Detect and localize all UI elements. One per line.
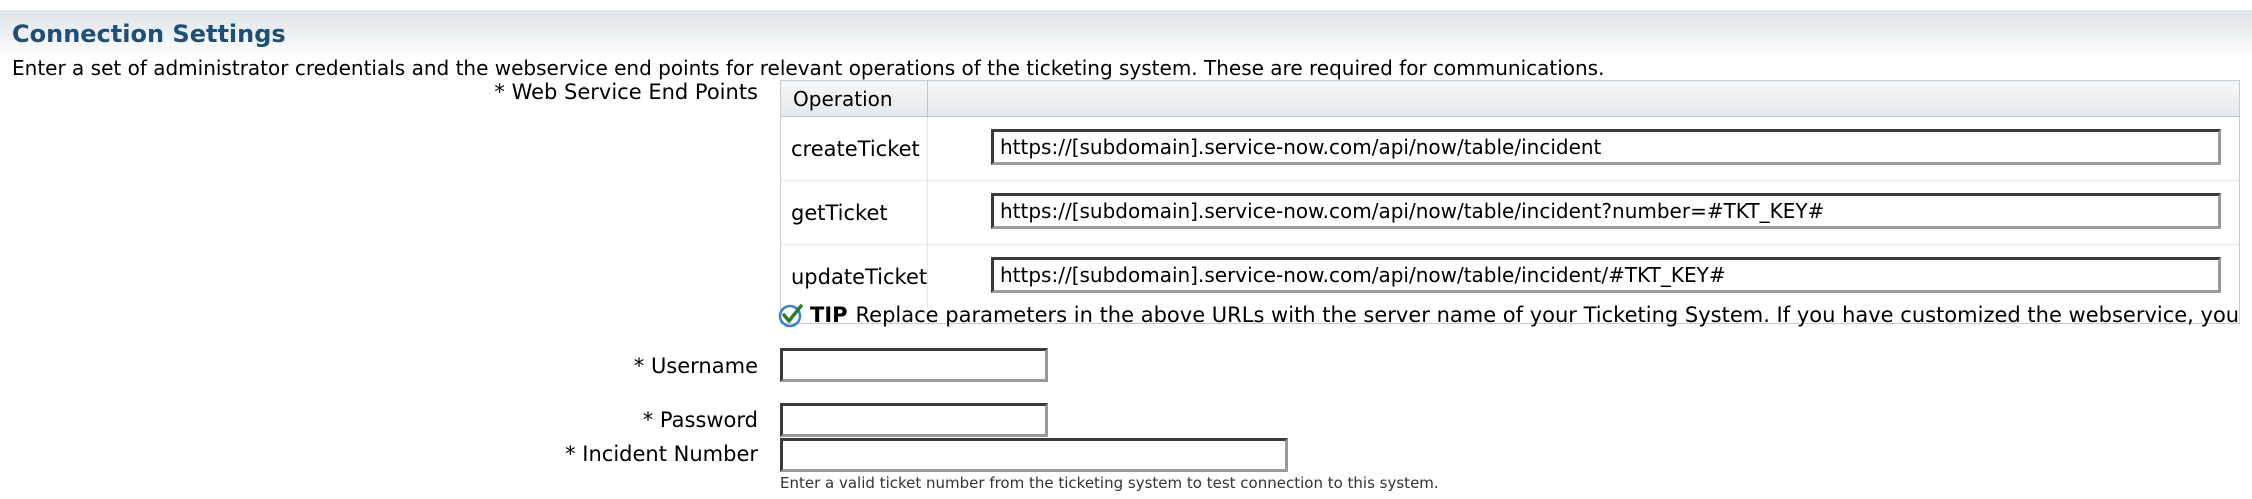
endpoint-row-get: getTicket https://[subdomain].service-no… [781, 181, 2239, 245]
incident-number-hint: Enter a valid ticket number from the tic… [780, 474, 1439, 492]
username-input[interactable] [780, 348, 1048, 382]
endpoint-row-update: updateTicket https://[subdomain].service… [781, 245, 2239, 309]
password-label: * Password [642, 408, 758, 432]
endpoints-table-header: Operation [781, 81, 2239, 117]
column-divider [927, 181, 928, 244]
tip-label: TIP [810, 303, 848, 327]
column-divider [927, 245, 928, 309]
section-header: Connection Settings [0, 10, 2252, 56]
column-divider [927, 81, 928, 117]
incident-number-label: * Incident Number [565, 442, 758, 466]
password-input[interactable] [780, 403, 1048, 437]
incident-number-input[interactable] [780, 438, 1288, 472]
endpoint-operation: getTicket [791, 201, 888, 225]
endpoint-operation: createTicket [791, 137, 920, 161]
endpoints-label: * Web Service End Points [494, 80, 758, 104]
section-title: Connection Settings [12, 20, 286, 48]
column-divider [927, 117, 928, 180]
update-ticket-url-input[interactable]: https://[subdomain].service-now.com/api/… [991, 257, 2221, 293]
create-ticket-url-input[interactable]: https://[subdomain].service-now.com/api/… [991, 129, 2221, 165]
endpoint-row-create: createTicket https://[subdomain].service… [781, 117, 2239, 181]
section-description: Enter a set of administrator credentials… [12, 56, 1605, 80]
username-label: * Username [633, 354, 758, 378]
get-ticket-url-input[interactable]: https://[subdomain].service-now.com/api/… [991, 193, 2221, 229]
operation-column-header: Operation [793, 87, 893, 111]
tip-text: Replace parameters in the above URLs wit… [855, 303, 2240, 327]
checkmark-icon [778, 302, 804, 328]
url-column-header [927, 81, 939, 117]
endpoint-operation: updateTicket [791, 265, 928, 289]
endpoints-table: Operation createTicket https://[subdomai… [780, 80, 2240, 324]
tip-message: TIP Replace parameters in the above URLs… [778, 302, 2239, 328]
